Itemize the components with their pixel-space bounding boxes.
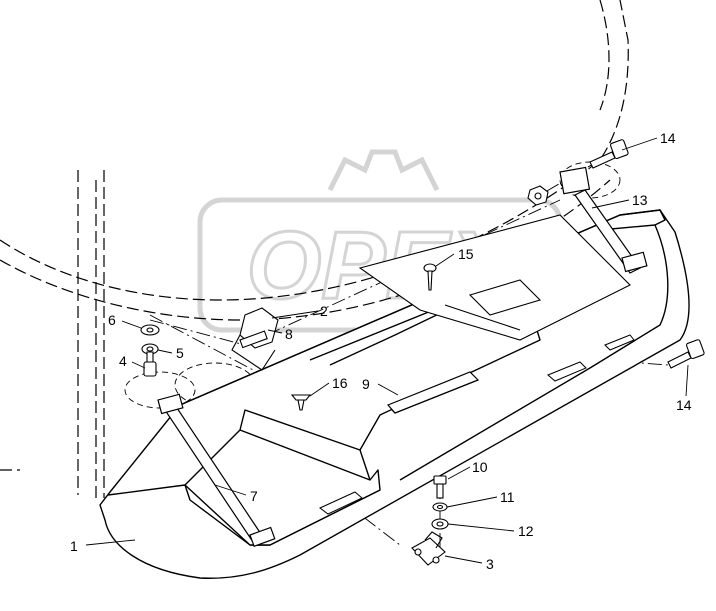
leader-lines xyxy=(85,137,689,564)
callout-14-upper: 14 xyxy=(660,130,676,146)
callout-9: 9 xyxy=(362,376,370,392)
callout-6: 6 xyxy=(108,312,116,328)
screw-part-15 xyxy=(423,263,437,291)
callout-labels: 1 2 3 4 5 6 7 8 9 10 11 12 13 14 14 15 1… xyxy=(70,130,692,572)
callout-13: 13 xyxy=(632,192,648,208)
slot-cover-part-9 xyxy=(386,371,480,414)
callout-14-lower: 14 xyxy=(676,397,692,413)
callout-5: 5 xyxy=(176,345,184,361)
callout-3: 3 xyxy=(486,556,494,572)
front-recesses xyxy=(319,334,635,515)
strut-part-7 xyxy=(157,393,276,548)
callout-8: 8 xyxy=(285,326,293,342)
callout-2: 2 xyxy=(320,303,328,319)
watermark-gear-icon xyxy=(327,149,440,192)
shelf-right-curve xyxy=(399,224,669,481)
callout-11: 11 xyxy=(500,489,515,505)
storage-tray xyxy=(358,214,631,341)
fastener-stack-4-5-6 xyxy=(140,324,160,377)
screw-part-16 xyxy=(290,394,312,411)
bolt-part-10 xyxy=(433,475,447,485)
callout-1: 1 xyxy=(70,538,78,554)
strut-part-13 xyxy=(559,166,648,274)
nut-upper xyxy=(527,185,549,206)
bolt-part-14-upper xyxy=(589,139,629,169)
callout-10: 10 xyxy=(472,459,488,475)
callout-12: 12 xyxy=(518,523,534,539)
callout-4: 4 xyxy=(119,353,127,369)
callout-15: 15 xyxy=(458,246,474,262)
shelf-inner-wall xyxy=(239,409,371,481)
callout-7: 7 xyxy=(250,488,258,504)
callout-16: 16 xyxy=(332,375,348,391)
bracket-part-2 xyxy=(231,307,279,371)
bolt-part-14-lower xyxy=(667,339,705,369)
fastener-stack-10-11-12 xyxy=(431,475,449,530)
bracket-part-3 xyxy=(411,531,446,566)
bolt-part-4 xyxy=(143,361,157,377)
